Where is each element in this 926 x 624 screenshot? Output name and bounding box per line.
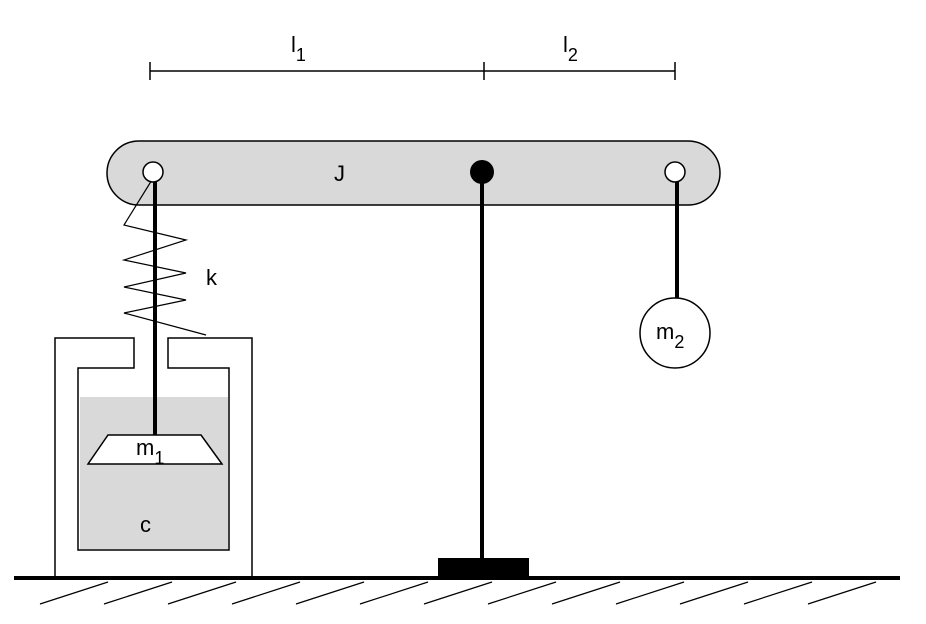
mass-m2 <box>639 297 711 369</box>
label-l1: l1 <box>291 32 306 65</box>
ground-hatching <box>39 581 877 605</box>
label-c: c <box>140 512 151 537</box>
spring-k <box>121 174 207 336</box>
beam-j <box>106 140 721 206</box>
label-m1-main: m <box>136 435 154 460</box>
label-l2-main: l <box>563 32 568 57</box>
label-m1: m1 <box>136 435 164 468</box>
label-m2-main: m <box>656 319 674 344</box>
label-m2: m2 <box>656 319 684 352</box>
label-l1-main: l <box>291 32 296 57</box>
dimension-lines <box>149 62 676 80</box>
label-k: k <box>206 265 218 290</box>
support-base <box>438 558 529 580</box>
label-l2-sub: 2 <box>568 45 578 65</box>
label-l2: l2 <box>563 32 578 65</box>
label-j: J <box>334 161 345 186</box>
right-joint <box>664 161 686 183</box>
mass-m1 <box>86 434 224 465</box>
label-m1-sub: 1 <box>154 448 164 468</box>
label-m2-sub: 2 <box>674 332 684 352</box>
left-joint <box>142 161 164 183</box>
label-l1-sub: 1 <box>296 45 306 65</box>
pivot-joint <box>470 160 494 184</box>
